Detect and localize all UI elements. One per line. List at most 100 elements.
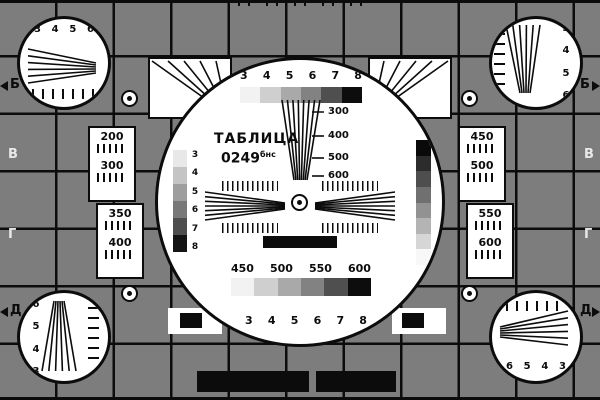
resolution-value-500: 500 [470, 159, 494, 172]
corner-number: 3 [34, 24, 41, 35]
edge-arrow-right-b [592, 81, 600, 91]
registration-target [461, 285, 478, 302]
target-dot [467, 96, 472, 101]
black-square-left [180, 313, 202, 328]
black-square-right [402, 313, 424, 328]
gray-step [416, 186, 431, 203]
gray-step [324, 278, 348, 296]
top-tick-group [238, 0, 250, 6]
corner-circle-top-right: 3 4 5 6 [489, 16, 583, 110]
gray-step [416, 218, 431, 234]
gray-step [416, 171, 431, 187]
black-reference-bar [263, 236, 337, 248]
row-letter-right-b: Б [580, 77, 590, 92]
gray-step [173, 167, 187, 184]
resolution-lines [97, 144, 127, 153]
frequency-number: 5 [285, 69, 294, 82]
gray-step [300, 87, 322, 103]
corner-number: 5 [523, 361, 531, 372]
center-line-patterns [204, 99, 396, 221]
corner-number: 4 [541, 361, 549, 372]
top-tick-group [266, 0, 278, 6]
row-letter-right-d: Д [580, 303, 592, 318]
resolution-box-left-upper: 200 300 [88, 126, 136, 202]
frequency-number: 3 [245, 314, 253, 327]
gray-step [416, 249, 431, 265]
corner-number: 6 [506, 361, 513, 372]
bottom-frequency-numbers: 3 4 5 6 7 8 [245, 314, 367, 328]
horizontal-wedge-fan-right [314, 191, 396, 221]
target-dot [127, 96, 132, 101]
gray-step [173, 218, 187, 235]
frequency-number: 5 [290, 314, 299, 327]
strip-number: 8 [191, 241, 199, 252]
left-strip-numbers: 3 4 5 6 7 8 [189, 150, 201, 252]
tick-group [222, 181, 278, 191]
card-code-suffix: бнс [259, 150, 276, 159]
gray-step [173, 184, 187, 201]
resolution-value-600: 600 [478, 236, 502, 249]
corner-number: 3 [559, 361, 566, 372]
resolution-lines [467, 173, 497, 182]
target-dot [297, 200, 302, 205]
corner-number: 6 [87, 24, 94, 35]
strip-number: 7 [191, 223, 199, 234]
frequency-number: 8 [359, 314, 367, 327]
resolution-lines [105, 250, 135, 259]
gray-step [416, 155, 431, 172]
resolution-lines [475, 250, 505, 259]
corner-number: 3 [562, 23, 570, 34]
tick-group [506, 301, 566, 311]
wedge-label-ticks [312, 111, 324, 177]
frequency-label: 600 [348, 262, 371, 275]
resolution-lines [467, 144, 497, 153]
resolution-box-left-lower: 350 400 [96, 203, 144, 279]
corner-number: 3 [32, 365, 40, 377]
wedge-fan-vertical [505, 24, 541, 94]
corner-numbers: 3 4 5 6 [34, 24, 94, 36]
row-letter-left-d: Д [10, 303, 22, 318]
gray-step [240, 87, 261, 103]
frequency-number: 7 [331, 69, 340, 82]
edge-arrow-left-b [0, 81, 8, 91]
tick-group [322, 223, 378, 233]
corner-number: 5 [562, 67, 570, 79]
corner-numbers: 6 5 4 3 [30, 299, 42, 377]
frequency-number: 8 [354, 69, 362, 82]
row-letter-right-g: Г [584, 227, 593, 242]
strip-number: 5 [191, 186, 199, 197]
gray-step [416, 202, 431, 219]
gray-step [260, 87, 281, 103]
target-dot [127, 291, 132, 296]
wedge-label-600: 600 [328, 170, 349, 181]
frequency-number: 4 [262, 69, 271, 82]
frequency-number: 3 [240, 69, 248, 82]
gray-step [173, 235, 187, 252]
edge-arrow-right-d [592, 307, 600, 317]
frequency-label: 500 [270, 262, 293, 275]
corner-number: 6 [562, 89, 570, 101]
corner-number: 4 [51, 24, 59, 35]
tick-group [32, 89, 94, 99]
tick-group [322, 181, 378, 191]
top-tick-group [350, 0, 362, 6]
corner-numbers: 6 5 4 3 [506, 361, 566, 373]
corner-number: 4 [562, 45, 570, 57]
tick-group [494, 33, 505, 91]
bottom-edge-line [0, 397, 600, 400]
resolution-box-right-lower: 550 600 [466, 203, 514, 279]
frequency-number: 7 [336, 314, 345, 327]
center-circle: 3 4 5 6 7 8 [155, 57, 445, 347]
gray-step [347, 278, 371, 296]
gray-step [321, 87, 342, 103]
gray-step [173, 150, 187, 167]
corner-numbers: 3 4 5 6 [560, 23, 572, 101]
row-letter-left-g: Г [8, 227, 17, 242]
strip-number: 6 [191, 205, 199, 216]
row-letter-left-b: Б [10, 77, 20, 92]
resolution-value-200: 200 [100, 130, 124, 143]
row-letter-right-v: В [584, 147, 594, 162]
resolution-lines [105, 221, 135, 230]
frequency-labels-row: 450 500 550 600 [231, 262, 371, 276]
row-letter-left-v: В [8, 147, 18, 162]
